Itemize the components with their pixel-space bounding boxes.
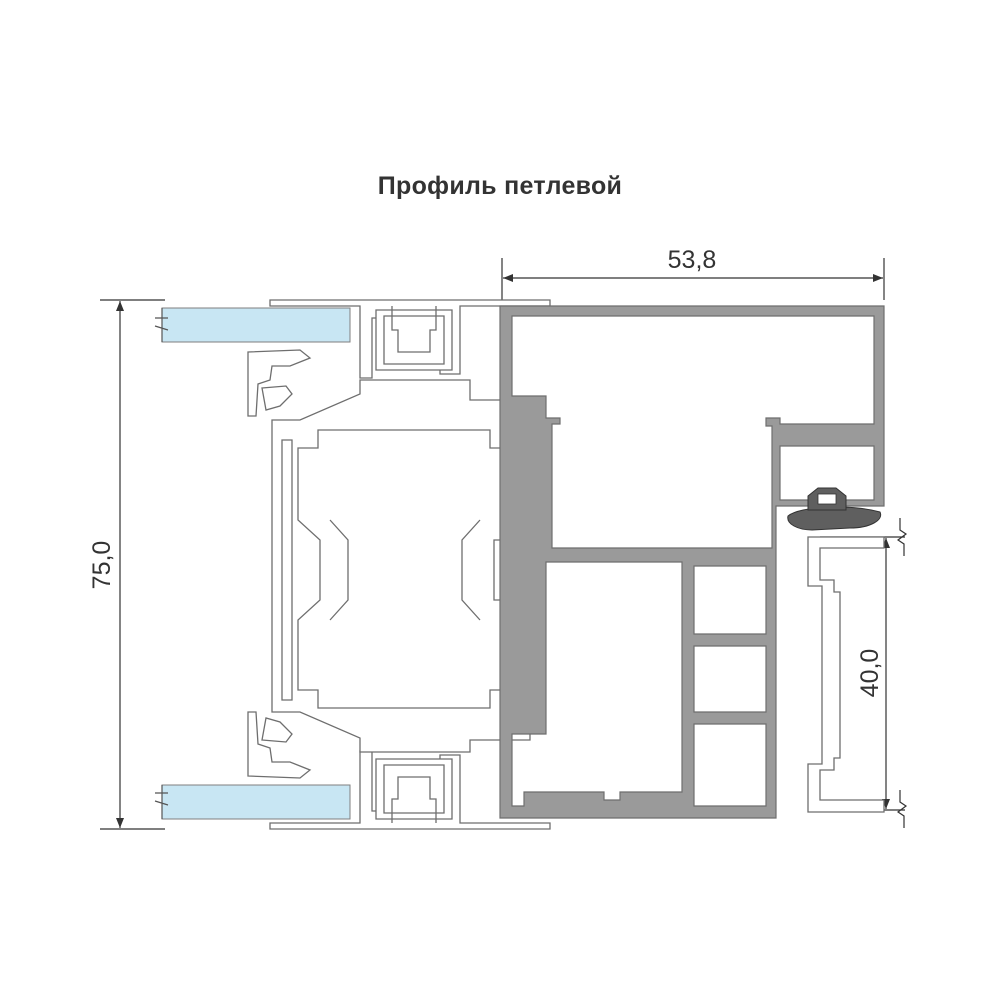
dimension-width (501, 258, 885, 300)
wall-channel (807, 536, 885, 813)
sash-profile (247, 299, 551, 830)
glass-pane-top (154, 307, 351, 343)
page-title: Профиль петлевой (377, 172, 623, 200)
glass-pane-bottom (154, 784, 351, 820)
gasket (787, 487, 882, 531)
dimension-width-label: 53,8 (668, 246, 717, 274)
dimension-height-left-label: 75,0 (88, 541, 116, 590)
dimension-height-left (100, 299, 165, 830)
dimension-height-right-label: 40,0 (856, 649, 884, 698)
frame-profile (499, 305, 885, 819)
